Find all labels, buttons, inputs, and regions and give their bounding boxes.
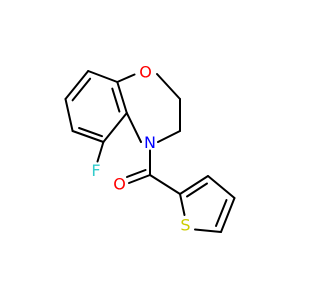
- double-bond: [111, 87, 121, 113]
- bond: [87, 70, 119, 83]
- bond-c-f: [96, 141, 105, 163]
- bond: [128, 174, 151, 184]
- sulfur-label: S: [180, 216, 190, 235]
- bond: [71, 130, 105, 143]
- double-bond: [186, 182, 208, 198]
- fluorine-label: F: [91, 161, 100, 180]
- carbonyl-group: [126, 169, 151, 184]
- bond: [157, 130, 181, 143]
- double-bond: [71, 77, 92, 102]
- bond: [179, 175, 209, 195]
- bond: [64, 70, 90, 100]
- bond: [207, 175, 236, 199]
- bond: [126, 169, 147, 178]
- bond: [220, 197, 236, 233]
- bond: [179, 193, 186, 216]
- oxygen-ring-label: O: [139, 63, 152, 82]
- double-bond: [215, 199, 228, 227]
- benzene-ring: [64, 70, 128, 143]
- bond: [156, 73, 181, 100]
- double-bond: [78, 127, 103, 138]
- bond: [102, 112, 128, 143]
- bond: [194, 228, 222, 233]
- bond: [116, 73, 136, 83]
- molecule-structure: O N F O S: [64, 63, 236, 235]
- oxygen-carbonyl-label: O: [113, 175, 126, 194]
- bond: [64, 98, 74, 132]
- bond: [116, 81, 128, 114]
- oxazine-ring: [116, 73, 181, 143]
- thiophene-ring: [179, 175, 236, 233]
- bond: [125, 112, 142, 143]
- bond-c-thiophene: [149, 174, 181, 195]
- nitrogen-label: N: [144, 133, 156, 152]
